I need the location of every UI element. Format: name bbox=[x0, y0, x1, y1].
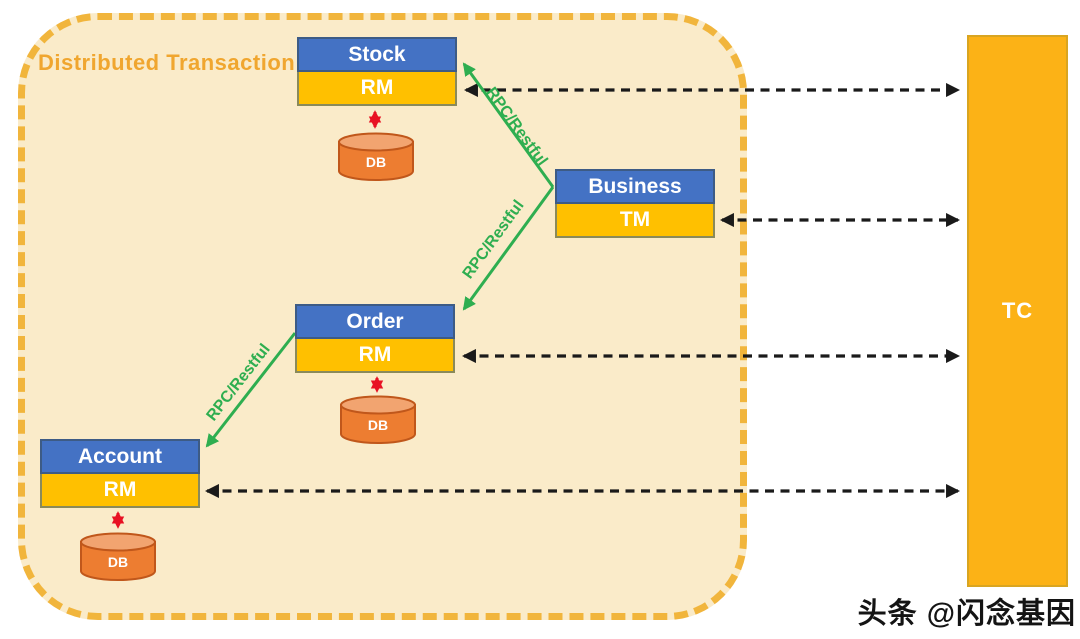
diagram-title: Distributed Transaction bbox=[38, 50, 296, 75]
db-cylinder-order: DB bbox=[339, 395, 417, 445]
service-box-business: Business TM bbox=[555, 169, 715, 238]
db-label-order: DB bbox=[367, 417, 389, 433]
service-name-business: Business bbox=[555, 169, 715, 204]
service-box-account: Account RM bbox=[40, 439, 200, 508]
database-icon bbox=[340, 395, 416, 444]
watermark: 头条 @闪念基因 bbox=[857, 598, 1076, 630]
transaction-coordinator-box: TC bbox=[967, 35, 1068, 587]
service-box-stock: Stock RM bbox=[297, 37, 457, 106]
service-name-account: Account bbox=[40, 439, 200, 474]
tc-label: TC bbox=[1001, 298, 1034, 323]
database-icon bbox=[80, 532, 156, 581]
service-name-stock: Stock bbox=[297, 37, 457, 72]
database-icon bbox=[338, 132, 414, 181]
db-label-stock: DB bbox=[365, 154, 387, 170]
db-cylinder-stock: DB bbox=[337, 132, 415, 182]
service-role-order: RM bbox=[295, 339, 455, 373]
service-name-order: Order bbox=[295, 304, 455, 339]
db-cylinder-account: DB bbox=[79, 532, 157, 582]
db-label-account: DB bbox=[107, 554, 129, 570]
service-box-order: Order RM bbox=[295, 304, 455, 373]
service-role-stock: RM bbox=[297, 72, 457, 106]
service-role-account: RM bbox=[40, 474, 200, 508]
service-role-business: TM bbox=[555, 204, 715, 238]
